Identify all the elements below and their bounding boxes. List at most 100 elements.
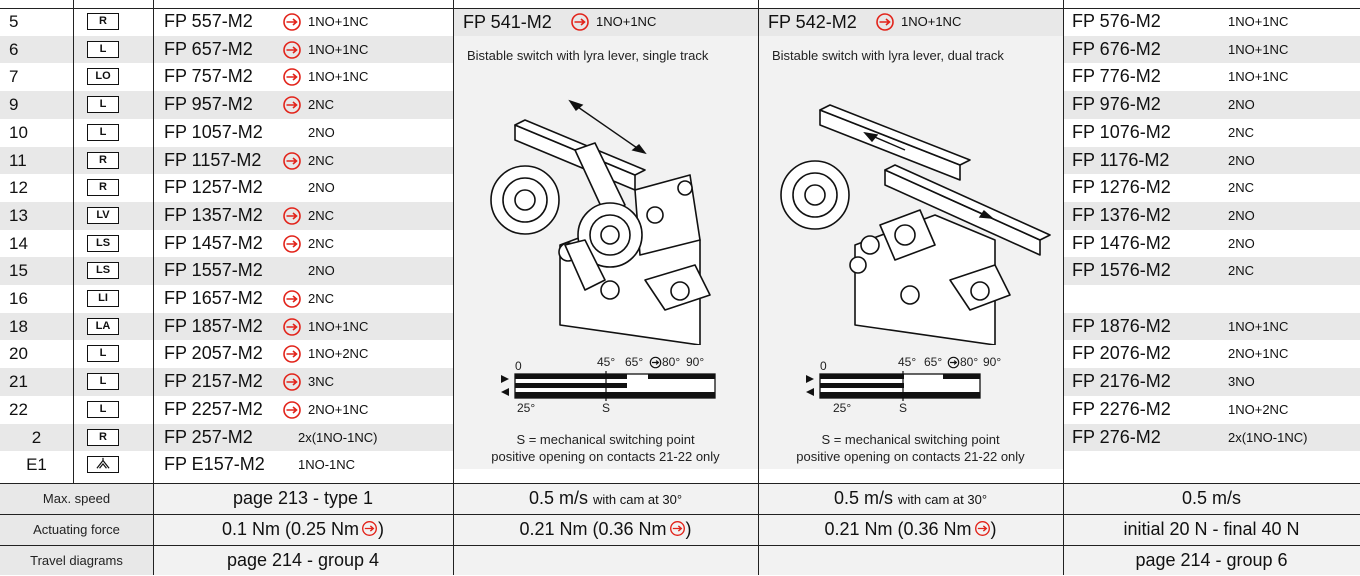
speed-value: 0.5 m/s — [833, 488, 893, 508]
actuator-badge: LS — [87, 262, 119, 280]
contacts: 3NO — [1228, 374, 1255, 390]
positive-opening-icon — [282, 400, 302, 420]
travel-diagram-single: 0 45° 65° 80° 90° 25° S — [498, 355, 738, 415]
actuator-cell: LS — [73, 230, 153, 258]
row-number: 14 — [9, 233, 28, 253]
row-number-cell: 14 — [0, 230, 73, 258]
row-number: 18 — [9, 316, 28, 336]
row-number-cell: E1 — [0, 451, 73, 479]
row-number: 11 — [9, 150, 27, 170]
row-number-cell: 5 — [0, 8, 73, 36]
article-code: FP 1576-M2 — [1072, 260, 1171, 281]
row-number-cell: 9 — [0, 91, 73, 119]
row-number: 6 — [9, 39, 19, 59]
row-number: 16 — [9, 289, 28, 308]
positive-opening-icon — [947, 356, 960, 369]
article-code: FP 1357-M2 — [164, 204, 263, 225]
row-number-cell: 22 — [0, 396, 73, 424]
row-number: 15 — [9, 261, 28, 281]
contacts: 2NO+1NC — [1228, 346, 1289, 362]
contacts: 1NO+1NC — [1228, 41, 1289, 57]
table-row: 16 LI FP 1657-M2 2NC — [0, 285, 1360, 313]
actuator-badge: L — [87, 400, 119, 418]
article-code: FP 1157-M2 — [164, 149, 262, 170]
row-number-cell: 7 — [0, 63, 73, 91]
travel-bars — [501, 371, 716, 401]
contacts: 2NC — [308, 235, 335, 251]
actuator-badge: L — [87, 123, 119, 141]
positive-opening-icon — [974, 521, 990, 536]
actuator-cell: L — [73, 340, 153, 368]
article-code: FP 557-M2 — [164, 11, 253, 31]
row-number: 12 — [9, 178, 28, 198]
switch-point-s: S — [602, 401, 611, 415]
speed-note: with cam at 30° — [593, 492, 683, 507]
force-c3: 0.21 Nm (0.36 Nm) — [453, 514, 758, 545]
max-speed-c4: 0.5 m/s with cam at 30° — [758, 483, 1063, 515]
contacts: 1NO+2NC — [308, 346, 369, 362]
article-code: FP 576-M2 — [1072, 11, 1161, 31]
contacts: 1NO+1NC — [308, 41, 369, 57]
deg-25: 25° — [517, 401, 536, 415]
col3-header: FP 541-M2 1NO+1NC — [453, 8, 758, 36]
max-speed-c2: page 213 - type 1 — [232, 488, 374, 508]
row-number-cell: 11 — [0, 146, 73, 175]
article-code: FP 1657-M2 — [164, 288, 263, 308]
grid-line — [0, 8, 1360, 9]
row-number-cell: 16 — [0, 285, 73, 313]
switch-dual-track-illustration — [780, 104, 1051, 345]
force-c4: 0.21 Nm (0.36 Nm) — [758, 514, 1063, 545]
article-code: FP 276-M2 — [1072, 426, 1161, 447]
positive-opening-icon — [282, 95, 302, 115]
actuator-cell: R — [73, 174, 153, 202]
actuator-badge: LA — [87, 317, 119, 335]
actuator-badge: LI — [87, 290, 119, 307]
col3-code: FP 541-M2 — [463, 12, 552, 32]
contacts: 3NC — [308, 374, 335, 390]
force-value: 0.1 Nm (0.25 Nm — [221, 519, 360, 539]
deg-25: 25° — [833, 401, 852, 415]
row-number: 10 — [9, 122, 28, 142]
actuator-cell: LS — [73, 257, 153, 285]
actuator-cell: LI — [73, 285, 153, 313]
grid-line — [0, 545, 1360, 546]
contacts: 1NO+1NC — [1228, 14, 1289, 29]
actuator-cell: R — [73, 423, 153, 452]
grid-line — [0, 514, 1360, 515]
positive-opening-icon — [571, 13, 589, 31]
force-c2: 0.1 Nm (0.25 Nm) — [153, 514, 453, 545]
grid-line — [453, 0, 454, 575]
contacts: 2NC — [308, 291, 335, 306]
row-number: E1 — [26, 455, 47, 475]
actuator-cell: LA — [73, 312, 153, 341]
actuator-cell: L — [73, 119, 153, 147]
contacts: 2NO — [308, 180, 335, 196]
article-code: FP 1276-M2 — [1072, 177, 1171, 198]
article-code: FP E157-M2 — [164, 454, 265, 475]
actuator-cell: LV — [73, 201, 153, 230]
actuator-badge: LO — [87, 68, 119, 86]
code-cell-right: FP 576-M2 1NO+1NC — [1063, 8, 1360, 36]
contacts: 2NC — [308, 152, 335, 168]
row-number-cell: 20 — [0, 340, 73, 368]
footer-label-band — [0, 483, 153, 575]
travel-c5: page 214 - group 6 — [1135, 550, 1288, 570]
travel-diagram-dual: 0 45° 65° 80° 90° 25° S — [803, 355, 1043, 415]
contacts: 1NO+1NC — [308, 69, 369, 85]
article-code: FP 257-M2 — [164, 426, 253, 447]
deg-80: 80° — [662, 355, 681, 369]
